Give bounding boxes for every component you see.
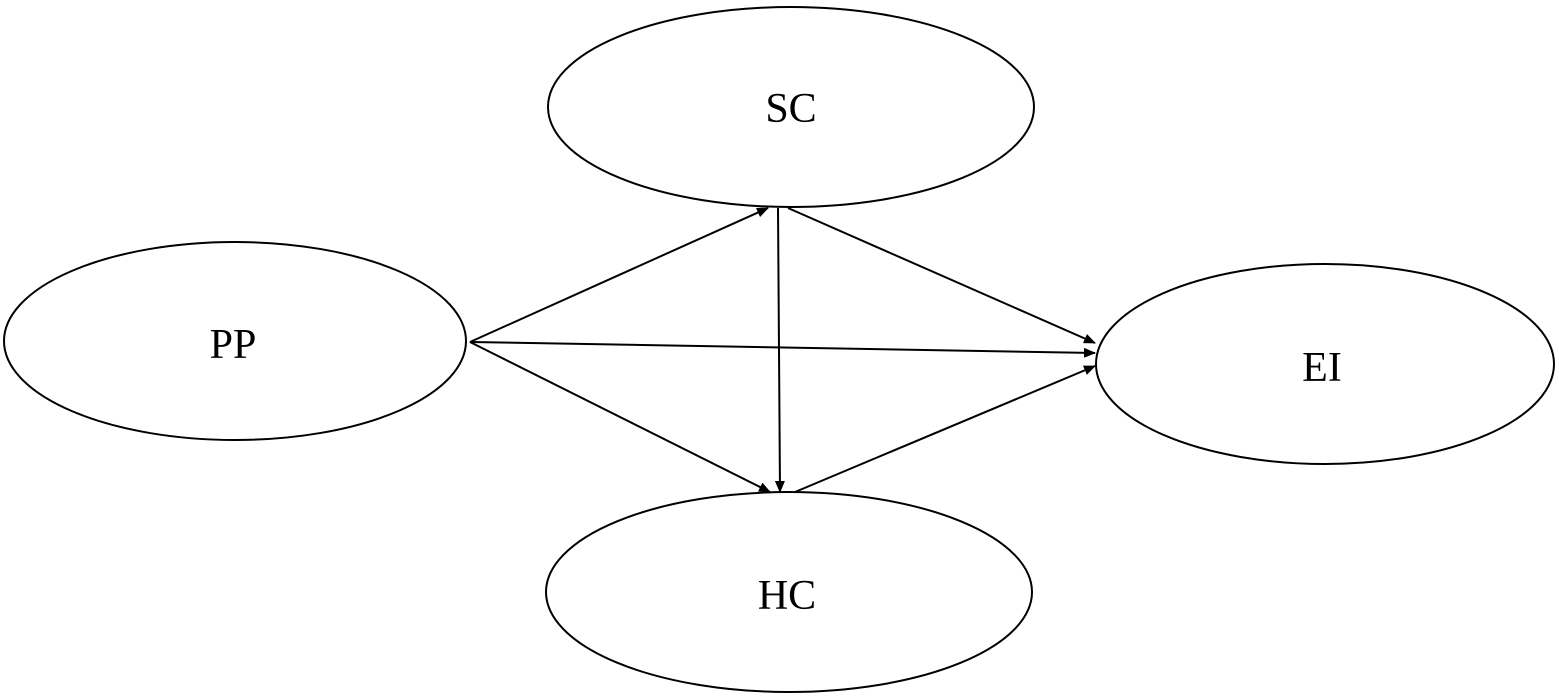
edge-pp-to-ei: [469, 341, 1096, 358]
node-hc: HC: [545, 491, 1033, 693]
node-ei-ellipse: [1095, 263, 1555, 465]
node-pp-ellipse: [3, 241, 467, 441]
edge-hc-to-ei: [794, 365, 1096, 493]
node-pp: PP: [3, 241, 467, 441]
edge-pp-to-sc: [469, 207, 769, 343]
node-pp-label: PP: [210, 322, 257, 368]
node-hc-ellipse: [545, 491, 1033, 693]
edge-sc-to-hc: [774, 207, 785, 493]
node-hc-label: HC: [758, 573, 816, 619]
edges: [469, 207, 1096, 493]
node-ei: EI: [1095, 263, 1555, 465]
edge-pp-to-hc: [469, 341, 771, 493]
node-sc-ellipse: [547, 6, 1035, 208]
edge-sc-to-ei: [787, 207, 1096, 344]
node-ei-label: EI: [1302, 345, 1342, 391]
node-sc-label: SC: [765, 86, 816, 132]
node-sc: SC: [547, 6, 1035, 208]
